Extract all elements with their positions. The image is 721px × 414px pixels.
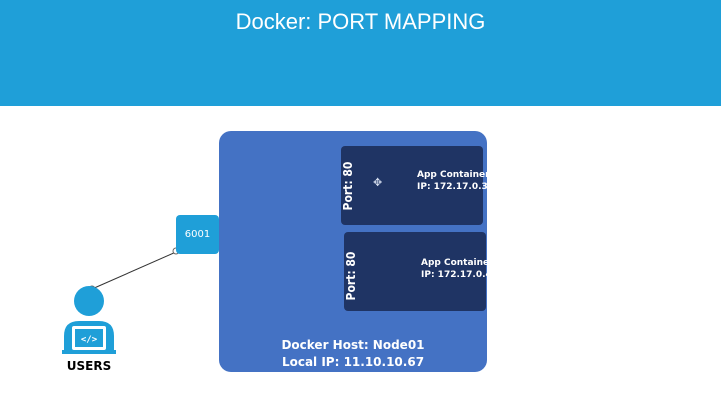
host-name: Docker Host: Node01 (281, 338, 425, 352)
user-icon: </> (62, 286, 116, 354)
host-info: Docker Host: Node01 Local IP: 11.10.10.6… (219, 337, 487, 371)
container-title: App Container (417, 170, 490, 180)
app-container-2: Port: 80 App Container IP: 172.17.0.4 (344, 232, 494, 311)
docker-host: Port: 80 ✥ App Container IP: 172.17.0.3 … (219, 131, 494, 372)
users-label: USERS (66, 359, 112, 373)
mapped-port-box: 6001 (176, 215, 219, 254)
container-port-label: Port: 80 (341, 161, 355, 211)
user-to-port-line (91, 251, 177, 290)
app-container-1: Port: 80 ✥ App Container IP: 172.17.0.3 (341, 146, 490, 225)
cursor-icon: ✥ (373, 176, 383, 189)
container-info: App Container IP: 172.17.0.3 (417, 169, 490, 193)
container-port-label: Port: 80 (344, 251, 358, 301)
container-info: App Container IP: 172.17.0.4 (421, 257, 494, 281)
host-ip: Local IP: 11.10.10.67 (281, 355, 425, 369)
svg-text:</>: </> (81, 335, 98, 345)
page-title: Docker: PORT MAPPING (235, 9, 486, 34)
container-ip: IP: 172.17.0.3 (417, 182, 488, 192)
container-ip: IP: 172.17.0.4 (421, 270, 492, 280)
container-title: App Container (421, 258, 494, 268)
header-banner: Docker: PORT MAPPING (0, 0, 721, 106)
